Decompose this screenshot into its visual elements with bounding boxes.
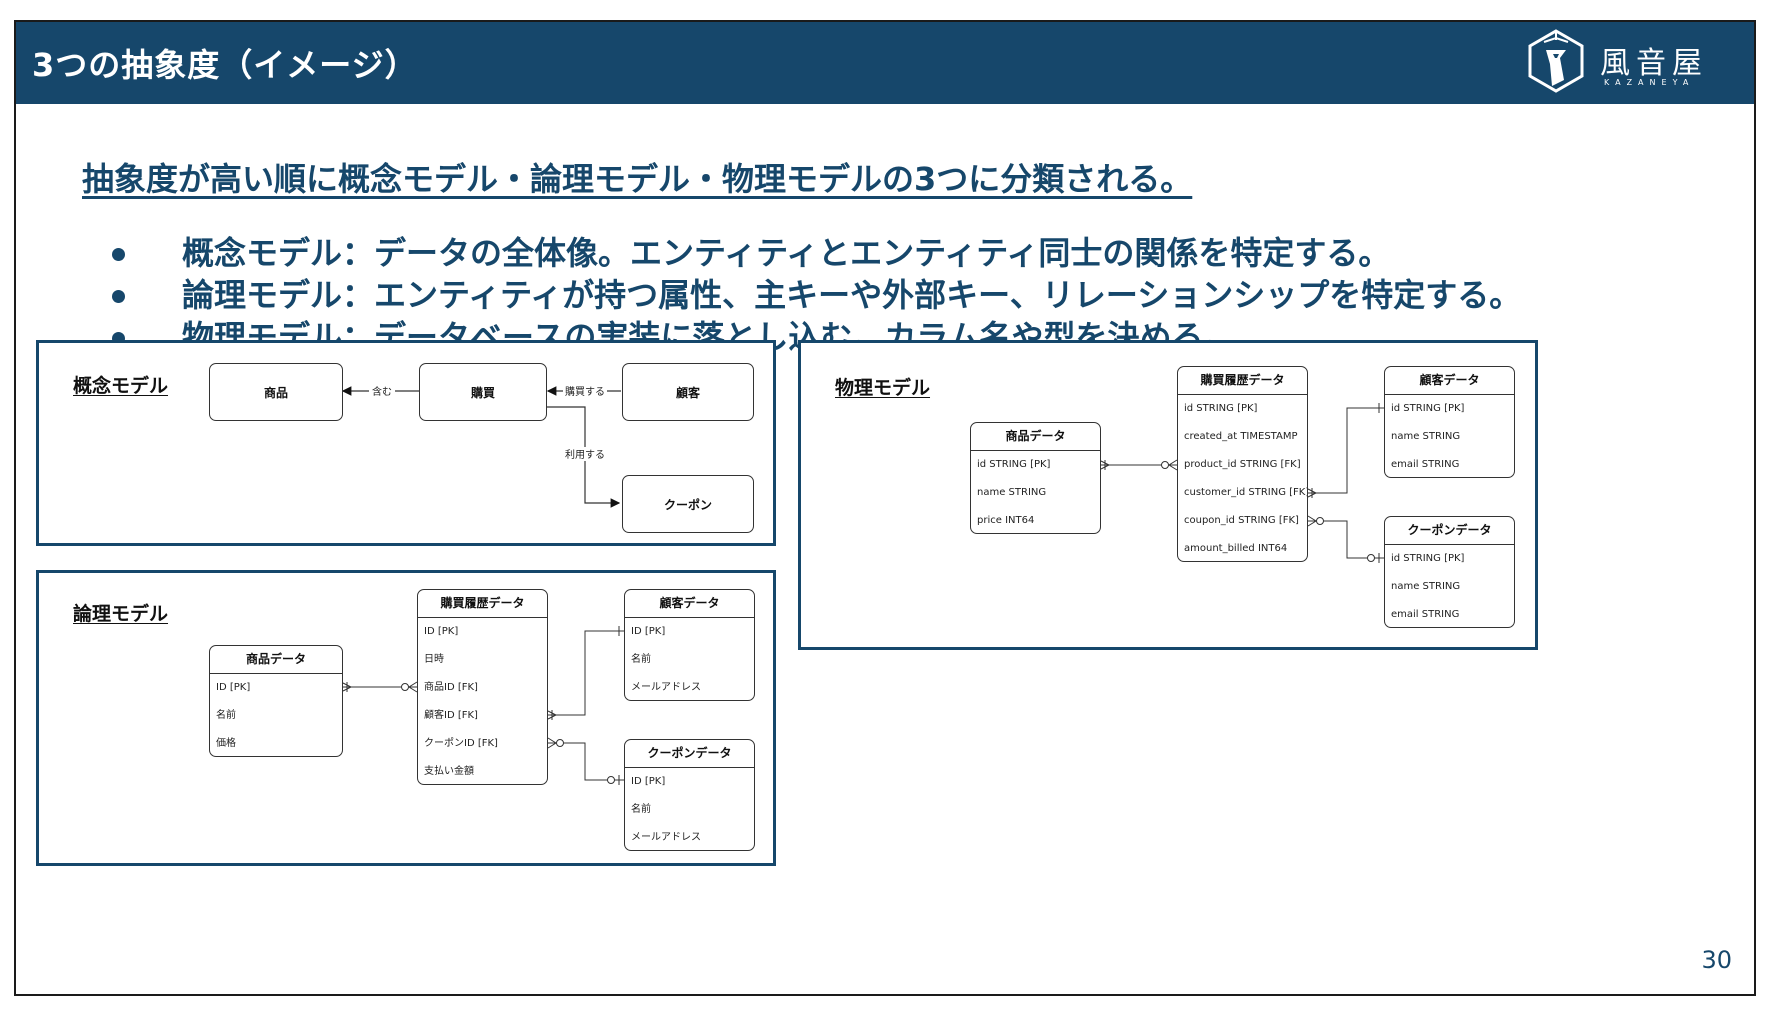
- conceptual-connectors: 含む 購買する 利用する: [341, 384, 621, 508]
- entity-field: coupon_id STRING [FK]: [1184, 515, 1299, 526]
- logo-house-icon: [1528, 29, 1584, 93]
- entity-field: メールアドレス: [631, 832, 701, 843]
- logo-subtext: KAZANEYA: [1604, 78, 1695, 87]
- logo-wordmark: 風音屋: [1600, 46, 1708, 81]
- logical-model-title: 論理モデル: [73, 603, 169, 625]
- entity-field: created_at TIMESTAMP: [1184, 431, 1298, 442]
- entity-header: 顧客データ: [1385, 367, 1514, 395]
- bullet-text: 概念モデル：データの全体像。エンティティとエンティティ同士の関係を特定する。: [182, 234, 1391, 272]
- entity-field: name STRING: [1391, 581, 1461, 592]
- entity-header: クーポンデータ: [1385, 517, 1514, 545]
- entity-customer-table: 顧客データ id STRING [PK] name STRING email S…: [1384, 366, 1515, 478]
- entity-field: ID [PK]: [216, 682, 251, 693]
- entity-field: product_id STRING [FK]: [1184, 459, 1301, 470]
- logical-model-panel: 論理モデル 商品データ ID [PK] 名前 価格 購買履歴データ ID [PK…: [36, 570, 776, 866]
- relation-label-uses: 利用する: [565, 449, 605, 461]
- entity-field: email STRING: [1391, 459, 1460, 470]
- physical-connectors: [1100, 403, 1384, 563]
- entity-coupon-table: クーポンデータ id STRING [PK] name STRING email…: [1384, 516, 1515, 628]
- entity-field: id STRING [PK]: [977, 459, 1051, 470]
- entity-field: 商品ID [FK]: [424, 682, 478, 693]
- relation-label-contains: 含む: [372, 385, 392, 398]
- relation-label-buys: 購買する: [565, 385, 605, 398]
- entity-purchase-history: 購買履歴データ ID [PK] 日時 商品ID [FK] 顧客ID [FK] ク…: [417, 589, 548, 785]
- entity-field: 日時: [424, 654, 444, 665]
- entity-field: id STRING [PK]: [1391, 553, 1465, 564]
- entity-field: id STRING [PK]: [1391, 403, 1465, 414]
- entity-field: 価格: [216, 738, 236, 749]
- entity-field: ID [PK]: [631, 626, 666, 637]
- entity-field: name STRING: [977, 487, 1047, 498]
- entity-header: 顧客データ: [625, 590, 754, 618]
- entity-field: 名前: [631, 654, 651, 665]
- entity-header: 商品データ: [971, 423, 1100, 451]
- entity-field: customer_id STRING [FK]: [1184, 487, 1307, 498]
- entity-purchase: 購買: [419, 363, 547, 421]
- entity-field: ID [PK]: [424, 626, 459, 637]
- slide: 3つの抽象度（イメージ） 風音屋 KAZANEYA 抽象度が高い順に概念モデル・…: [14, 20, 1756, 996]
- entity-field: price INT64: [977, 515, 1035, 526]
- entity-coupon: クーポン: [622, 475, 754, 533]
- entity-customer-data: 顧客データ ID [PK] 名前 メールアドレス: [624, 589, 755, 701]
- entity-field: 顧客ID [FK]: [424, 710, 478, 721]
- entity-header: 購買履歴データ: [418, 590, 547, 618]
- bullet-dot: [112, 290, 125, 303]
- entity-product: 商品: [209, 363, 343, 421]
- bullet-item: 論理モデル：エンティティが持つ属性、主キーや外部キー、リレーションシップを特定す…: [96, 274, 1521, 316]
- entity-product-table: 商品データ id STRING [PK] name STRING price I…: [970, 422, 1101, 534]
- entity-field: クーポンID [FK]: [424, 738, 498, 749]
- physical-model-panel: 物理モデル 商品データ id STRING [PK] name STRING p…: [798, 340, 1538, 650]
- entity-header: 購買履歴データ: [1178, 367, 1307, 395]
- entity-field: id STRING [PK]: [1184, 403, 1258, 414]
- entity-product-data: 商品データ ID [PK] 名前 価格: [209, 645, 343, 757]
- logical-connectors: [342, 626, 624, 785]
- entity-field: 支払い金額: [424, 766, 474, 777]
- entity-purchase-history-table: 購買履歴データ id STRING [PK] created_at TIMEST…: [1177, 366, 1308, 562]
- entity-header: 商品データ: [210, 646, 342, 674]
- entity-header: クーポンデータ: [625, 740, 754, 768]
- page-number: 30: [1701, 946, 1732, 974]
- entity-coupon-data: クーポンデータ ID [PK] 名前 メールアドレス: [624, 739, 755, 851]
- conceptual-model-panel: 概念モデル 含む 購買する 利用する 商品 購買 顧客 クーポン: [36, 340, 776, 546]
- header-bar: 3つの抽象度（イメージ） 風音屋 KAZANEYA: [16, 22, 1754, 104]
- bullet-text: 論理モデル：エンティティが持つ属性、主キーや外部キー、リレーションシップを特定す…: [182, 276, 1522, 314]
- slide-title: 3つの抽象度（イメージ）: [32, 46, 418, 84]
- entity-field: 名前: [216, 710, 236, 721]
- entity-field: amount_billed INT64: [1184, 543, 1288, 554]
- bullet-item: 概念モデル：データの全体像。エンティティとエンティティ同士の関係を特定する。: [96, 232, 1521, 274]
- entity-field: 名前: [631, 804, 651, 815]
- entity-field: ID [PK]: [631, 776, 666, 787]
- entity-field: email STRING: [1391, 609, 1460, 620]
- entity-field: name STRING: [1391, 431, 1461, 442]
- conceptual-model-title: 概念モデル: [73, 375, 169, 397]
- slide-subtitle: 抽象度が高い順に概念モデル・論理モデル・物理モデルの3つに分類される。: [82, 160, 1193, 198]
- entity-field: メールアドレス: [631, 682, 701, 693]
- entity-customer: 顧客: [622, 363, 754, 421]
- company-logo: 風音屋 KAZANEYA: [1526, 28, 1716, 98]
- physical-model-title: 物理モデル: [835, 377, 931, 399]
- bullet-dot: [112, 248, 125, 261]
